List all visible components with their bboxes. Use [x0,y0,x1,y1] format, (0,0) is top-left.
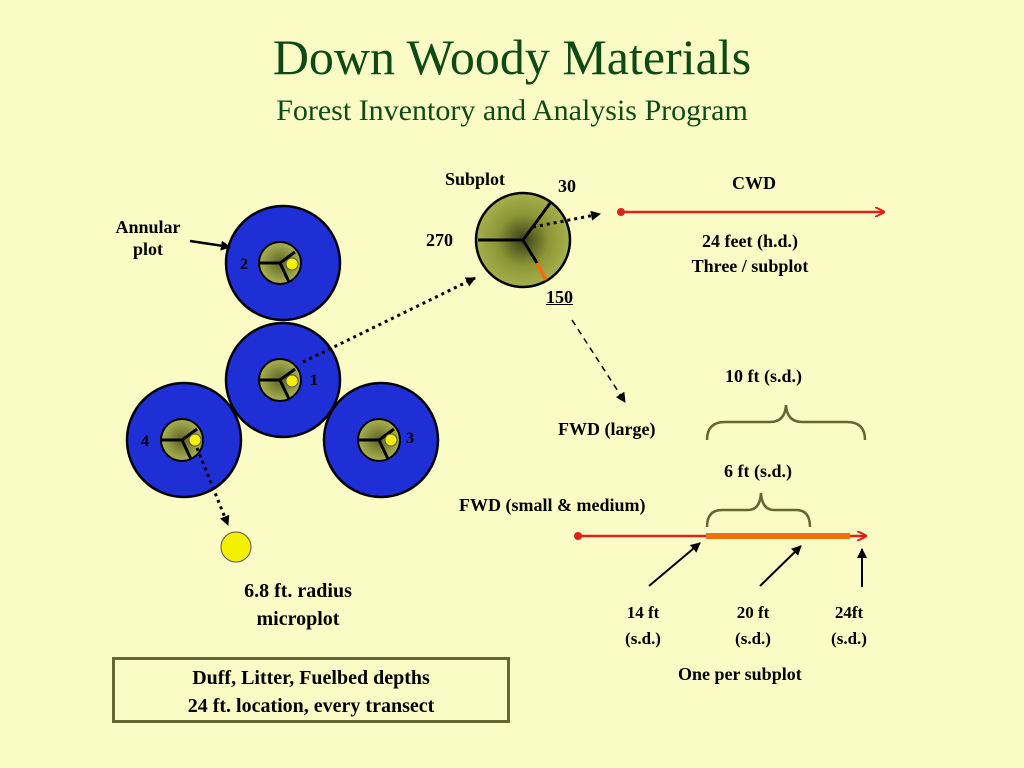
mark-20ft-distance: 20 ft [736,603,770,622]
annular-plot-label-line2: plot [132,239,163,259]
microplot-label: 6.8 ft. radius microplot [210,577,386,633]
subplot-number-3: 3 [406,430,414,447]
fwd-small-length-label: 6 ft (s.d.) [724,461,792,481]
fwd-transect [574,532,866,540]
fwd-large-length-label: 10 ft (s.d.) [725,366,802,386]
subplot-to-fwd-connector [571,319,626,403]
subplot-label: Subplot [445,169,506,189]
mark-24ft-unit: (s.d.) [831,629,867,648]
annular-plot-label: Annular plot [112,216,184,260]
mark-14ft-label: 14 ft (s.d.) [612,600,674,652]
mark-14ft-distance: 14 ft [626,603,660,622]
page-title: Down Woody Materials [272,29,752,85]
cwd-transect [617,208,884,216]
fwd-large-brace [705,404,867,441]
mark-24ft-label: 24ft (s.d.) [818,600,880,652]
mark-20ft-unit: (s.d.) [735,629,771,648]
microplot-label-line1: 6.8 ft. radius [244,580,352,602]
mark-20ft-label: 20 ft (s.d.) [722,600,784,652]
cwd-length-label: 24 feet (h.d.) [702,231,798,251]
annular-plot-2 [224,204,342,322]
azimuth-150-label: 150 [546,287,573,307]
cwd-count-label: Three / subplot [691,256,809,276]
mark-14ft-unit: (s.d.) [625,629,661,648]
fwd-small-brace [705,492,812,528]
annular-plot-label-line1: Annular [115,217,181,237]
mark-14ft-arrow [648,542,701,587]
annular-plot-1 [224,321,342,439]
subplot-to-cwd-connector [532,210,601,229]
cwd-label: CWD [732,173,776,193]
azimuth-30-label: 30 [558,176,576,196]
annular-plot-3 [322,381,440,499]
annular-plot-4 [125,381,243,499]
subplot-diagram [474,191,572,289]
fwd-large-label: FWD (large) [558,419,656,439]
duff-box-line2: 24 ft. location, every transect [187,695,435,717]
azimuth-270-label: 270 [426,230,453,250]
subplot-number-1: 1 [310,372,318,389]
one-per-subplot-label: One per subplot [678,664,802,684]
duff-litter-fuelbed-box: Duff, Litter, Fuelbed depths 24 ft. loca… [112,657,510,723]
subplot-number-4: 4 [141,433,149,450]
annular-pointer-arrow [189,239,231,251]
fwd-small-label: FWD (small & medium) [459,495,646,515]
duff-box-line1: Duff, Litter, Fuelbed depths [192,667,430,689]
microplot-circle [220,531,252,563]
page-subtitle: Forest Inventory and Analysis Program [276,94,748,127]
mark-24ft-distance: 24ft [834,603,864,622]
microplot-label-line2: microplot [256,608,340,630]
mark-20ft-arrow [759,545,802,587]
subplot-number-2: 2 [240,256,248,273]
